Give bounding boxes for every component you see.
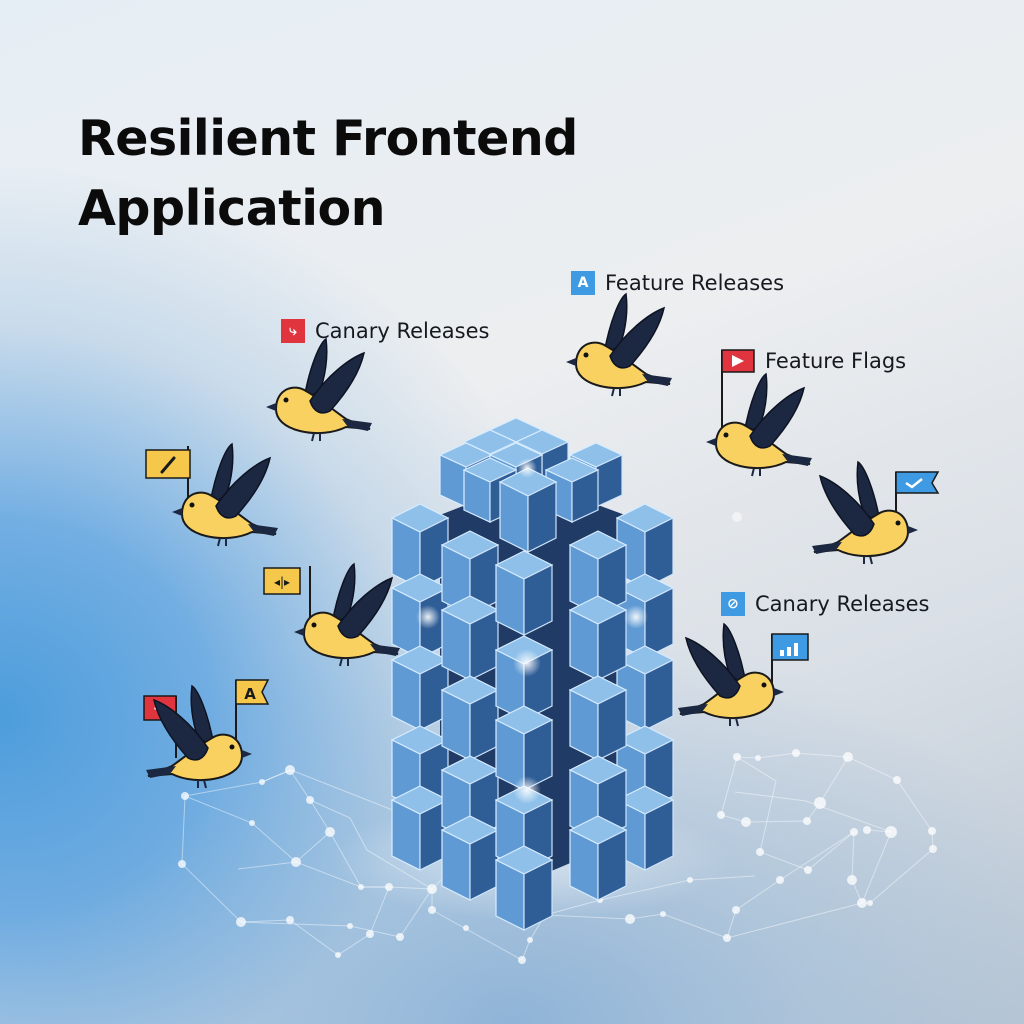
branch-merge-icon: ⤷ [281, 319, 305, 343]
label-text: Canary Releases [315, 319, 490, 343]
bird-feature-releases [565, 293, 673, 397]
bird-right-chart [678, 624, 809, 726]
pencil-icon [160, 456, 176, 474]
label-text: Feature Flags [765, 349, 907, 373]
arrow-a-icon: A [571, 271, 595, 295]
label-feature-flags: Feature Flags [765, 349, 906, 373]
label-canary-releases-top: ⤷ Canary Releases [281, 319, 489, 343]
bird-canary-top [265, 338, 373, 442]
bird-left-middle: ◂|▸ [263, 563, 401, 667]
label-feature-releases: A Feature Releases [571, 271, 784, 295]
code-icon: ◂|▸ [274, 575, 290, 589]
yellow-code-flag [263, 567, 301, 595]
label-text: Canary Releases [755, 592, 930, 616]
title-line-2: Application [78, 180, 386, 237]
page-title: Resilient Frontend Application [78, 104, 578, 244]
bird-feature-flags [705, 349, 813, 477]
bar-chart-icon [780, 643, 798, 656]
label-text: Feature Releases [605, 271, 785, 295]
check-icon [905, 478, 923, 489]
play-icon [732, 355, 744, 367]
label-canary-releases-right: ⊘ Canary Releases [721, 592, 929, 616]
bird-left-upper [145, 443, 279, 547]
yellow-a-flag [235, 679, 270, 705]
title-line-1: Resilient Frontend [78, 110, 578, 167]
bird-right-check [812, 462, 940, 564]
letter-a-icon: A [244, 685, 256, 703]
bird-left-lower: + A [143, 679, 270, 788]
slashed-circle-icon: ⊘ [721, 592, 745, 616]
